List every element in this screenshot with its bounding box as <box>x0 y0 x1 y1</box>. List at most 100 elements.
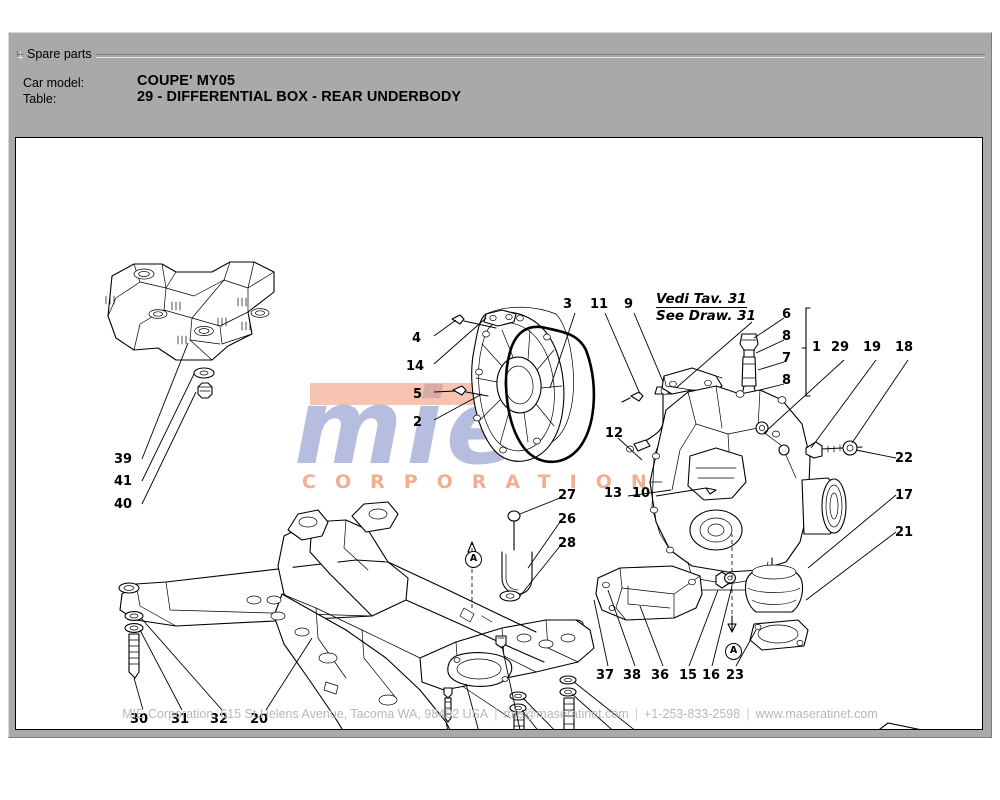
watermark-accent-bar <box>310 383 490 405</box>
leader-lines-left <box>141 342 197 505</box>
part-40-nut <box>197 382 213 399</box>
leader-lines-bottom-mid <box>593 585 757 667</box>
parts-33-34-35-stack <box>559 675 577 729</box>
callout-8-lower: 8 <box>782 373 792 388</box>
part-4-bolt <box>451 314 497 329</box>
part-29-bushing <box>755 421 769 435</box>
part-21-rubber-mount <box>744 557 804 613</box>
leader-lines-case <box>627 487 717 497</box>
meta-block: Car model: COUPE' MY05 Table: 29 - DIFFE… <box>23 73 462 107</box>
leader-lines-tube <box>604 312 665 461</box>
part-3-oring <box>504 325 596 464</box>
part-19-bolt <box>805 441 863 459</box>
diagram-canvas-inner: mie CORPORATION .s{fill:none;stroke:#000… <box>16 138 982 729</box>
callout-41: 41 <box>114 474 133 489</box>
reference-note: Vedi Tav. 31 See Draw. 31 <box>656 290 766 323</box>
callout-15: 15 <box>679 668 698 683</box>
leader-line-20 <box>265 637 313 711</box>
part-24-bolt-small <box>443 687 453 723</box>
part-28-washer <box>499 590 521 602</box>
callout-2: 2 <box>413 415 423 430</box>
callout-38: 38 <box>623 668 642 683</box>
part-23-clip-small <box>495 635 507 649</box>
part-14-bracket <box>483 309 517 327</box>
footer-website: www.maseratinet.com <box>755 707 878 721</box>
callout-14: 14 <box>406 359 425 374</box>
callout-4: 4 <box>412 331 422 346</box>
table-label: Table: <box>23 92 57 106</box>
callout-22: 22 <box>895 451 914 466</box>
part-26-u-clip <box>501 551 533 595</box>
callout-11: 11 <box>590 297 609 312</box>
callout-31-left: 31 <box>171 712 190 727</box>
callout-28: 28 <box>558 536 577 551</box>
part-5-bolt <box>452 385 489 397</box>
groupbox-title: Spare parts <box>23 45 96 63</box>
groupbox-corner <box>17 51 21 59</box>
car-model-value: COUPE' MY05 <box>137 73 236 89</box>
part-20-rear-subframe <box>118 501 595 729</box>
section-marker-left: A <box>465 551 482 568</box>
callout-39: 39 <box>114 452 133 467</box>
part-36-cover-plate <box>595 565 703 621</box>
car-model-label: Car model: <box>23 76 85 90</box>
part-10-13-differential-case <box>649 385 847 591</box>
callout-26: 26 <box>558 512 577 527</box>
callout-7: 7 <box>782 351 792 366</box>
callout-5: 5 <box>413 387 423 402</box>
exploded-parts-illustration: .s{fill:none;stroke:#000;stroke-width:1.… <box>105 261 920 729</box>
part-31-washer-lower <box>124 623 144 633</box>
part-27-pin <box>507 510 521 551</box>
callout-30-left: 30 <box>130 712 149 727</box>
footer-sep-1: | <box>494 707 498 721</box>
footer-credit: MIE Corporation. 615 St.Helens Avenue, T… <box>16 707 982 721</box>
part-16-washer <box>724 572 736 584</box>
leader-line-3 <box>549 312 576 389</box>
callout-29: 29 <box>831 340 850 355</box>
callout-6: 6 <box>782 307 792 322</box>
footer-phone: +1-253-833-2598 <box>643 707 741 721</box>
callout-21: 21 <box>895 525 914 540</box>
callout-32-left: 32 <box>210 712 229 727</box>
part-32-washer-upper <box>124 611 144 621</box>
part-2-differential-cover <box>471 306 574 462</box>
callout-19: 19 <box>863 340 882 355</box>
callout-36: 36 <box>651 668 670 683</box>
part-39-heatshield <box>105 261 275 361</box>
callout-13: 13 <box>604 486 623 501</box>
car-model-row: Car model: COUPE' MY05 <box>23 73 461 91</box>
callout-37: 37 <box>596 668 615 683</box>
callout-27: 27 <box>558 488 577 503</box>
leader-lines-breather <box>753 317 785 392</box>
callout-16: 16 <box>702 668 721 683</box>
part-41-washer <box>193 367 215 379</box>
leader-lines-bolt-stack <box>133 617 223 711</box>
callout-8-upper: 8 <box>782 329 792 344</box>
callout-3: 3 <box>563 297 573 312</box>
part-22-nut-boss <box>778 444 790 456</box>
part-6-breather-cap <box>739 333 759 351</box>
callout-23-upper: 23 <box>726 668 745 683</box>
reference-note-english: See Draw. 31 <box>656 308 756 324</box>
window-panel: Spare parts Car model: COUPE' MY05 Table… <box>8 32 992 738</box>
reference-note-italian: Vedi Tav. 31 <box>656 291 747 308</box>
diagram-canvas[interactable]: mie CORPORATION .s{fill:none;stroke:#000… <box>15 137 983 730</box>
group-1-bracket <box>801 307 811 397</box>
view-direction-arrow <box>879 722 920 729</box>
table-row: Table: 29 - DIFFERENTIAL BOX - REAR UNDE… <box>23 89 462 107</box>
part-11-bolt <box>621 391 644 403</box>
table-value: 29 - DIFFERENTIAL BOX - REAR UNDERBODY <box>137 89 462 105</box>
part-25-gasket-ring <box>447 652 513 687</box>
callout-20: 20 <box>250 712 269 727</box>
callout-9: 9 <box>624 297 634 312</box>
section-marker-right: A <box>725 643 742 660</box>
callout-40: 40 <box>114 497 133 512</box>
footer-sep-2: | <box>634 707 638 721</box>
part-18-washer <box>842 440 858 456</box>
groupbox-border <box>17 54 985 58</box>
leader-lines-right-fasteners <box>763 359 909 459</box>
parts-30-31-32-stack-lower <box>509 691 527 729</box>
part-8-upper-spacer <box>743 349 755 358</box>
callout-10: 10 <box>632 486 651 501</box>
callout-12: 12 <box>605 426 624 441</box>
